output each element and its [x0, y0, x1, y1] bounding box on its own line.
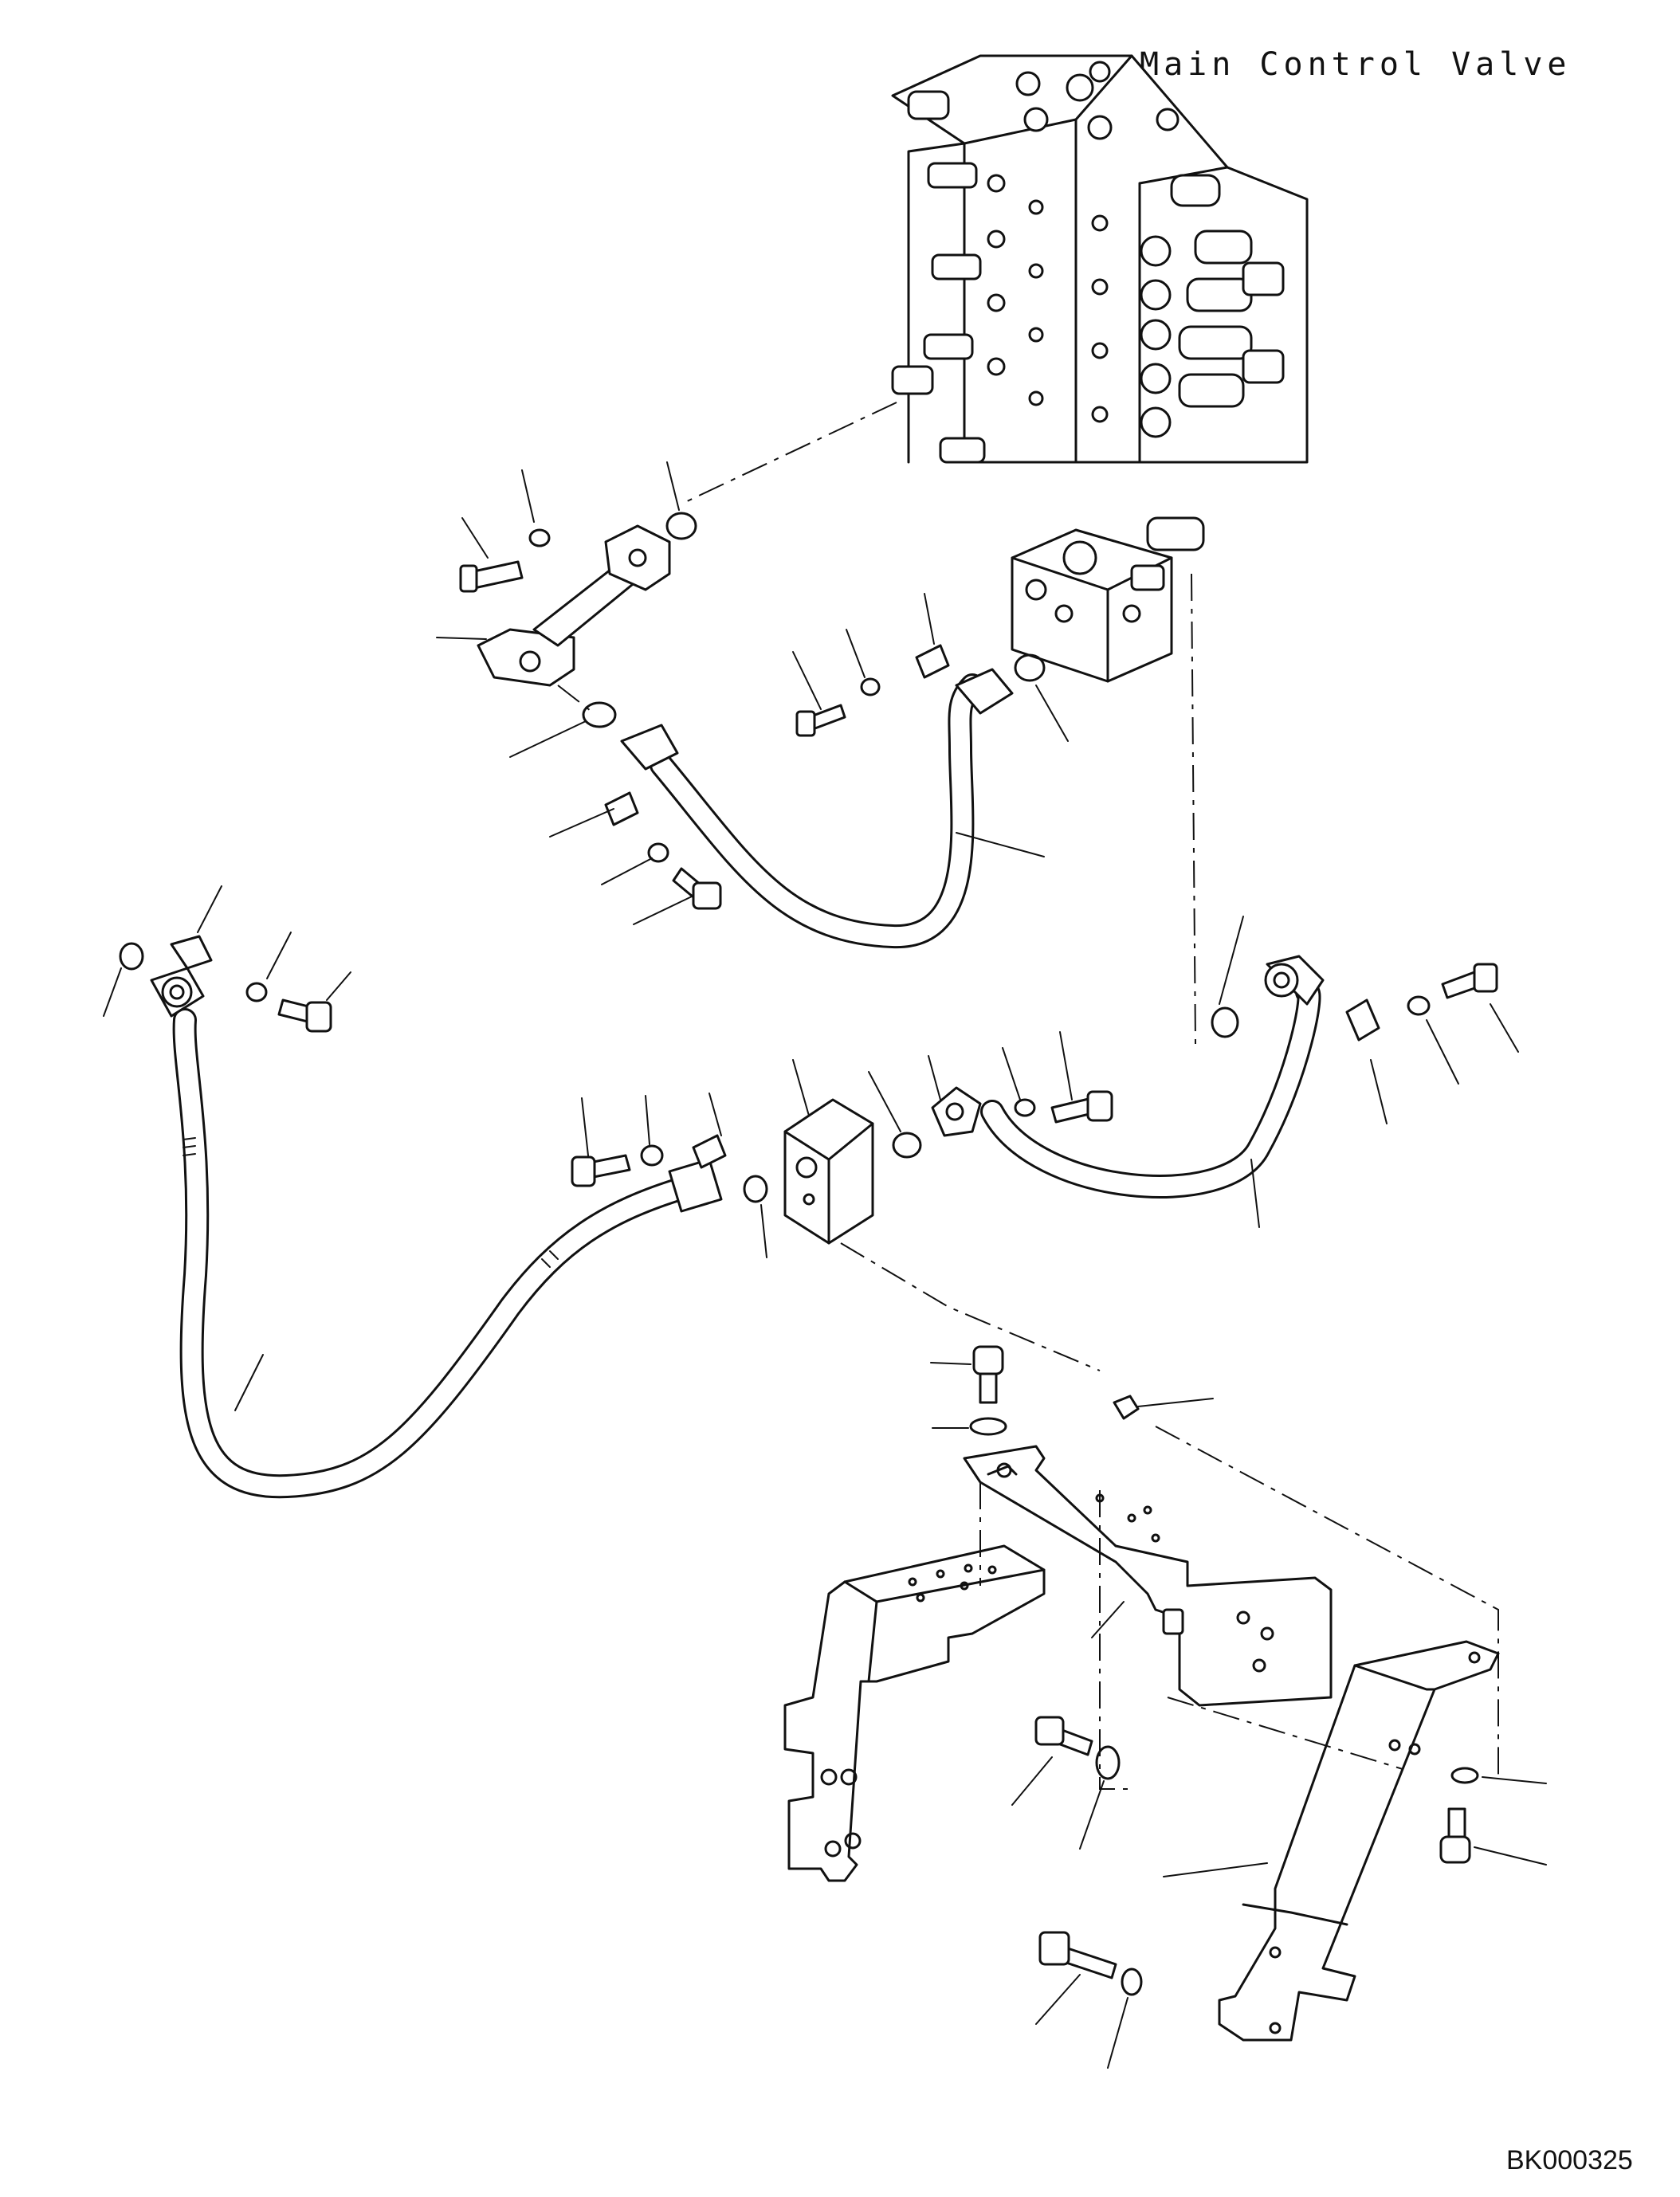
washer — [1014, 1098, 1036, 1117]
washer — [647, 842, 669, 863]
washer — [1095, 1745, 1121, 1780]
split-flange — [915, 644, 950, 679]
bolt — [571, 1154, 631, 1187]
bolt — [1050, 1090, 1113, 1124]
washer — [528, 528, 551, 547]
bolt — [1034, 1716, 1093, 1756]
flange-pipe — [477, 524, 671, 687]
washer — [1121, 1967, 1143, 1996]
washer — [1407, 995, 1431, 1016]
split-flange — [1345, 998, 1380, 1042]
mounting-bracket — [783, 1544, 1046, 1882]
bolt — [672, 867, 722, 910]
o-ring — [119, 942, 144, 971]
upper-hose — [620, 668, 1014, 949]
washer — [640, 1144, 664, 1167]
washer — [245, 982, 268, 1002]
split-flange — [604, 791, 639, 826]
nut — [1113, 1395, 1140, 1420]
o-ring — [582, 701, 617, 728]
bolt — [1038, 1931, 1117, 1979]
o-ring — [1211, 1006, 1239, 1038]
split-flange — [692, 1134, 727, 1169]
washer — [1450, 1767, 1479, 1784]
split-flange — [170, 935, 213, 970]
flange-bolt — [459, 560, 524, 593]
bolt — [795, 704, 846, 737]
o-ring — [743, 1175, 768, 1203]
flange — [931, 1086, 982, 1137]
connector-block — [783, 1098, 874, 1245]
lower-hose — [150, 967, 723, 1499]
right-hose — [980, 955, 1325, 1199]
support-arm — [1218, 1640, 1500, 2042]
main-control-valve-label: Main Control Valve — [1140, 46, 1572, 83]
washer — [860, 677, 881, 696]
washer — [969, 1417, 1007, 1436]
figure-code-label: BK000325 — [1506, 2145, 1633, 2175]
bolt — [1441, 963, 1498, 999]
bolt — [1439, 1807, 1471, 1864]
mounting-plate — [963, 1445, 1333, 1707]
o-ring — [665, 512, 697, 540]
bolt — [277, 998, 332, 1033]
relief-valve-block — [1011, 516, 1205, 683]
o-ring — [1014, 653, 1046, 682]
o-ring — [892, 1132, 922, 1159]
bolt — [972, 1345, 1004, 1404]
main-control-valve — [891, 54, 1309, 464]
